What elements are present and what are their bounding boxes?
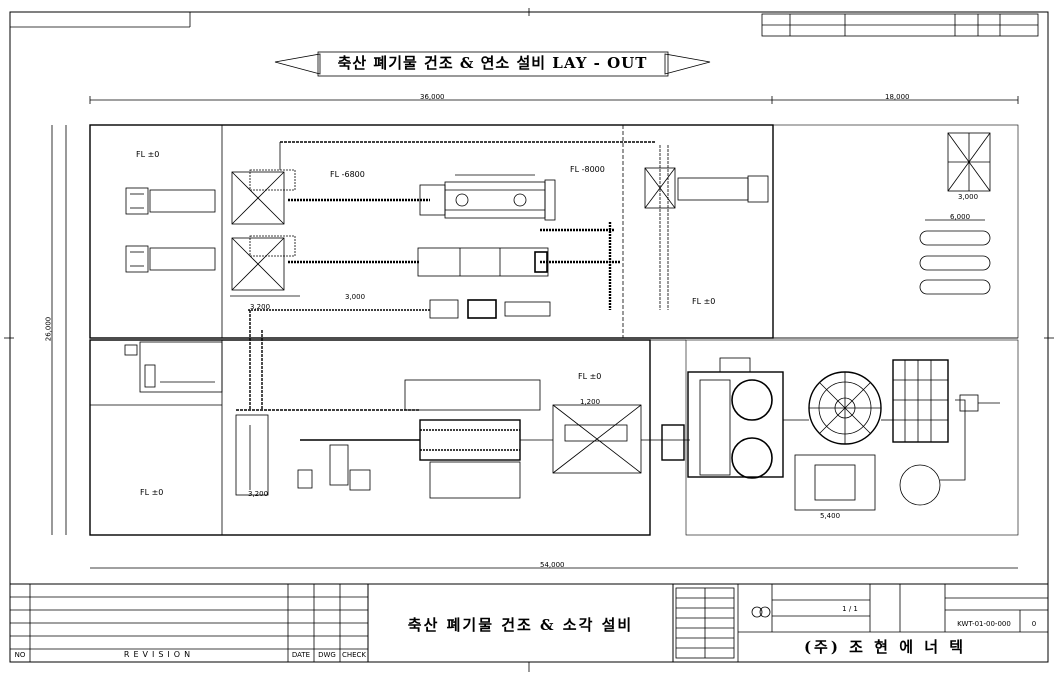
floor-level-bottom-left: FL ±0 [140,488,164,497]
dim-tank: 6,000 [950,213,971,221]
dim-top-right: 18,000 [885,93,910,101]
dim-top-main: 36,000 [420,93,445,101]
drawing-title: 축산 폐기물 건조 & 소각 설비 [407,616,634,634]
floor-level-top-right: FL ±0 [692,297,716,306]
dim-left: 26,000 [44,316,53,342]
floor-level-center: FL ±0 [578,372,602,381]
truck-1 [125,187,216,215]
scale-value: 1 / 1 [842,605,858,613]
floor-level-mid-a: FL -6800 [330,170,365,179]
company-name: (주) 조 현 에 너 텍 [803,638,967,656]
dim-hopper: 3,200 [248,490,269,498]
layout-title: 축산 폐기물 건조 & 연소 설비 LAY - OUT [337,54,648,72]
dim-1200: 1,200 [580,398,601,406]
truck-2 [125,245,216,273]
check-label: CHECK [341,651,367,659]
dwg-label: DWG [318,651,336,659]
dim-hopper-2: 3,200 [250,303,271,311]
dim-3000: 3,000 [345,293,366,301]
drawing-number: KWT-01-00-000 [957,620,1011,628]
date-label: DATE [291,651,311,659]
sheet-number: 0 [1031,620,1037,628]
floor-level-top-left: FL ±0 [136,150,160,159]
revision-label: REVISION [123,650,195,659]
dim-grid-box: 3,000 [958,193,979,201]
no-label: NO [14,651,26,659]
dim-5400: 5,400 [820,512,841,520]
dim-bottom: 54,000 [540,561,565,569]
floor-level-mid-b: FL -8000 [570,165,605,174]
